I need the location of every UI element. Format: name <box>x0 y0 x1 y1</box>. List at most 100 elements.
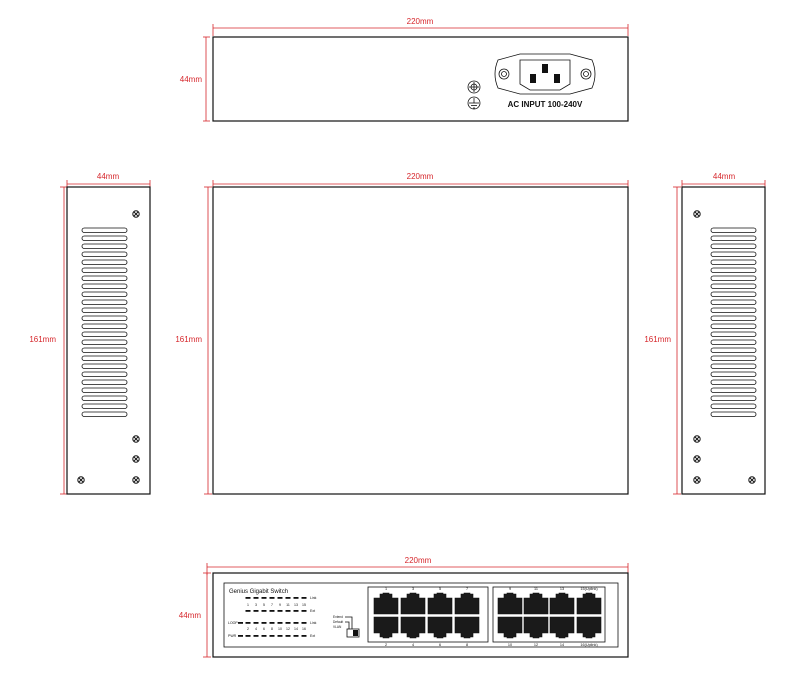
port-number-bottom: 14 <box>560 643 564 647</box>
front-panel <box>212 572 629 658</box>
vent-slot <box>81 355 128 361</box>
left-vent-slots <box>81 227 128 417</box>
vent-slot <box>710 379 757 385</box>
switch-label-default: Default <box>333 620 343 624</box>
switch-label-vlan: VLAN <box>333 625 342 629</box>
port-group-left <box>367 586 489 643</box>
vent-slot <box>81 387 128 393</box>
pwr-led <box>238 635 243 637</box>
led-indicator <box>277 597 283 599</box>
ethernet-port[interactable] <box>427 616 453 639</box>
ethernet-port[interactable] <box>497 616 523 639</box>
vent-slot <box>710 259 757 265</box>
ground-screw-icon <box>467 80 481 94</box>
ethernet-port[interactable] <box>523 616 549 639</box>
mode-switch[interactable]: Extend Default VLAN <box>333 615 360 638</box>
led-indicator <box>261 635 267 637</box>
led-label-ext-2: Ext <box>310 634 315 638</box>
vent-slot <box>81 275 128 281</box>
led-number: 2 <box>247 627 249 631</box>
loop-led <box>238 622 243 624</box>
led-indicator <box>269 597 275 599</box>
vent-slot <box>81 283 128 289</box>
led-number: 5 <box>263 603 265 607</box>
ethernet-port[interactable] <box>454 592 480 615</box>
vent-slot <box>710 411 757 417</box>
led-number: 10 <box>278 627 282 631</box>
led-indicator <box>261 622 267 624</box>
led-indicator <box>293 622 299 624</box>
ethernet-port[interactable] <box>373 616 399 639</box>
vent-slot <box>710 235 757 241</box>
screw-icon <box>693 455 701 463</box>
vent-slot <box>710 331 757 337</box>
led-indicator <box>285 635 291 637</box>
led-indicator <box>285 610 291 612</box>
led-indicator <box>301 610 307 612</box>
screw-icon <box>693 476 701 484</box>
ethernet-port[interactable] <box>427 592 453 615</box>
led-number: 9 <box>279 603 281 607</box>
ethernet-port[interactable] <box>497 592 523 615</box>
top-width-label: 220mm <box>407 172 434 181</box>
led-label-ext: Ext <box>310 609 315 613</box>
vent-slot <box>81 411 128 417</box>
led-indicator <box>253 597 259 599</box>
screw-icon <box>693 210 701 218</box>
ethernet-port[interactable] <box>549 616 575 639</box>
ethernet-port[interactable] <box>576 616 602 639</box>
vent-slot <box>710 403 757 409</box>
port-number-bottom: 4 <box>412 643 414 647</box>
led-number: 11 <box>286 603 290 607</box>
screw-icon <box>132 476 140 484</box>
vent-slot <box>710 355 757 361</box>
led-label-link: Link <box>310 596 317 600</box>
left-width-label: 44mm <box>97 172 120 181</box>
ethernet-port[interactable] <box>400 616 426 639</box>
ethernet-port[interactable] <box>454 616 480 639</box>
rear-height-label: 44mm <box>180 75 203 84</box>
port-number-top: 3 <box>412 587 414 591</box>
screw-icon <box>748 476 756 484</box>
led-indicator <box>285 622 291 624</box>
front-width-label: 220mm <box>405 556 432 565</box>
front-height-label: 44mm <box>179 611 202 620</box>
led-label-link-2: Link <box>310 621 317 625</box>
led-label-loop: LOOP <box>228 621 238 625</box>
led-indicator <box>245 635 251 637</box>
left-screws <box>77 210 140 484</box>
vent-slot <box>710 251 757 257</box>
ethernet-port[interactable] <box>523 592 549 615</box>
vent-slot <box>710 291 757 297</box>
vent-slot <box>81 251 128 257</box>
led-label-pwr: PWR <box>228 634 237 638</box>
led-indicator <box>253 622 259 624</box>
vent-slot <box>710 227 757 233</box>
ethernet-port[interactable] <box>549 592 575 615</box>
port-number-bottom: 8 <box>466 643 468 647</box>
port-number-top: 7 <box>466 587 468 591</box>
power-socket <box>494 53 596 95</box>
vent-slot <box>710 299 757 305</box>
port-group-right <box>492 586 606 643</box>
ethernet-port[interactable] <box>373 592 399 615</box>
led-indicator <box>277 622 283 624</box>
led-number: 16 <box>302 627 306 631</box>
ethernet-port[interactable] <box>576 592 602 615</box>
port-number-top: 5 <box>439 587 441 591</box>
vent-slot <box>81 347 128 353</box>
right-height-label: 161mm <box>644 335 671 344</box>
led-indicator <box>245 622 251 624</box>
top-height-label: 161mm <box>175 335 202 344</box>
vent-slot <box>81 227 128 233</box>
ethernet-port[interactable] <box>400 592 426 615</box>
vent-slot <box>710 339 757 345</box>
vent-slot <box>81 235 128 241</box>
switch-label-extend: Extend <box>333 615 343 619</box>
port-number-top: 11 <box>534 587 538 591</box>
vent-slot <box>710 395 757 401</box>
led-number: 15 <box>302 603 306 607</box>
ethernet-ports <box>373 592 602 639</box>
